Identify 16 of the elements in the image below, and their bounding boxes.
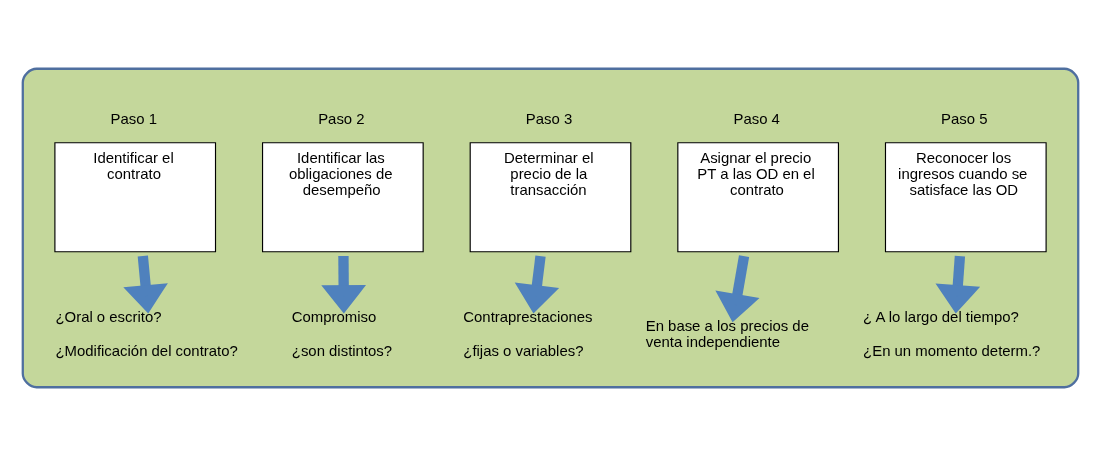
node-label: Paso 4 xyxy=(733,110,780,127)
arrow xyxy=(123,255,168,314)
node-label: Paso 1 xyxy=(110,110,157,127)
arrow xyxy=(514,255,560,314)
arrow xyxy=(935,255,981,314)
arrow xyxy=(715,255,760,323)
node-text: ¿ A lo largo del tiempo? ¿En un momento determ.? xyxy=(863,308,1041,359)
arrow xyxy=(321,256,367,314)
node-text: ¿Oral o escrito? ¿Modificación del contrato? xyxy=(55,308,238,359)
node-label: Paso 3 xyxy=(525,110,573,127)
node-text: Contraprestaciones ¿fijas o variables? xyxy=(463,308,593,359)
node-label: Paso 5 xyxy=(941,110,988,127)
node-label: Paso 2 xyxy=(318,110,365,127)
node-text: Compromiso ¿son distintos? xyxy=(291,308,393,359)
node-text: En base a los precios de venta independiente xyxy=(645,317,809,350)
cluster xyxy=(21,67,1080,389)
